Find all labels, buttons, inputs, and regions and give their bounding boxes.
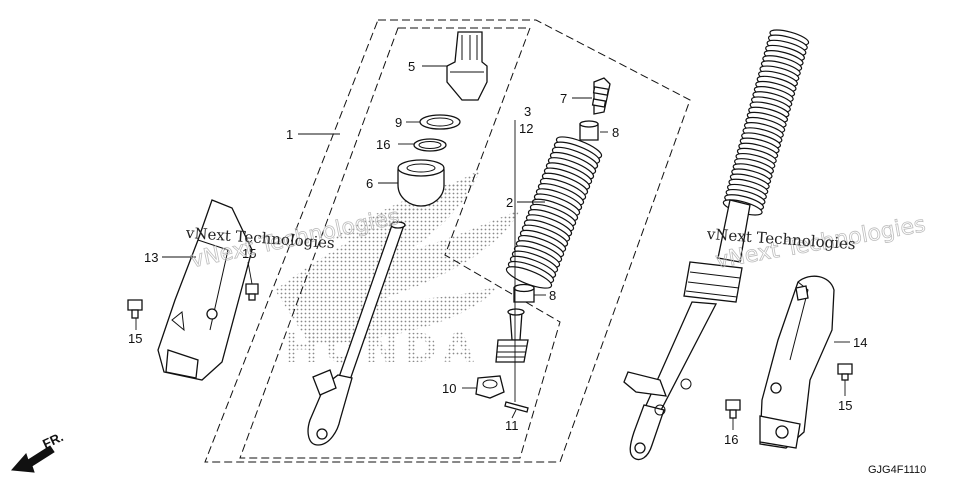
callout-15-right-b: 16 [724, 432, 738, 447]
part-9-ring [419, 114, 461, 130]
callout-15-left-a: 15 [128, 331, 142, 346]
callout-15-right-a: 15 [838, 398, 852, 413]
part-6-dust-seal [397, 159, 445, 207]
part-11-pin [504, 401, 529, 413]
part-16-snap-ring [413, 138, 447, 152]
part-15-bolt-left-b [245, 283, 259, 301]
part-14-right-fork-cover [759, 275, 835, 449]
part-13-left-fork-cover [157, 199, 253, 381]
part-10-lock-nut [475, 375, 505, 399]
drawing-code: GJG4F1110 [868, 464, 926, 476]
callout-13: 13 [144, 250, 158, 265]
group-outline-inner [239, 27, 561, 459]
callout-14: 14 [853, 335, 867, 350]
leader-lines [135, 65, 850, 430]
part-15-bolt-left-a [127, 299, 143, 319]
callout-labels: 1 2 3 12 5 6 7 8 8 9 10 11 13 15 15 15 1… [128, 59, 867, 447]
callout-12: 12 [519, 121, 533, 136]
callout-7: 7 [560, 91, 567, 106]
right-assembled-fork [623, 29, 810, 461]
front-direction-marker: FR. [10, 429, 66, 473]
callout-2: 2 [506, 195, 513, 210]
callout-8-upper: 8 [612, 125, 619, 140]
callout-3: 3 [524, 104, 531, 119]
callout-6: 6 [366, 176, 373, 191]
honda-brand-text: HONDA [285, 326, 480, 372]
front-direction-label: FR. [40, 429, 65, 451]
part-2-fork-spring [505, 136, 603, 289]
callout-5: 5 [408, 59, 415, 74]
callout-8-lower: 8 [549, 288, 556, 303]
callout-10: 10 [442, 381, 456, 396]
front-arrow-icon [10, 445, 55, 473]
part-5-fork-top-bolt [446, 31, 488, 101]
group-outline-outer [204, 19, 691, 463]
callout-16-visible: 16 [376, 137, 390, 152]
part-1-fork-pipe-slider [307, 221, 406, 446]
callout-15-left-b: 15 [242, 246, 256, 261]
part-15-bolt-right-b [725, 399, 741, 419]
part-8-collar-upper [579, 120, 599, 141]
callout-1: 1 [286, 127, 293, 142]
part-8-collar-lower [513, 283, 535, 303]
honda-wing-logo-background: HONDA [275, 170, 520, 372]
callout-9: 9 [395, 115, 402, 130]
part-15-bolt-right-a [837, 363, 853, 381]
spring-coil [505, 266, 553, 289]
part-7-damper-rod-top [591, 77, 611, 115]
part-3-damper-assembly [495, 308, 529, 363]
callout-11: 11 [505, 418, 519, 433]
